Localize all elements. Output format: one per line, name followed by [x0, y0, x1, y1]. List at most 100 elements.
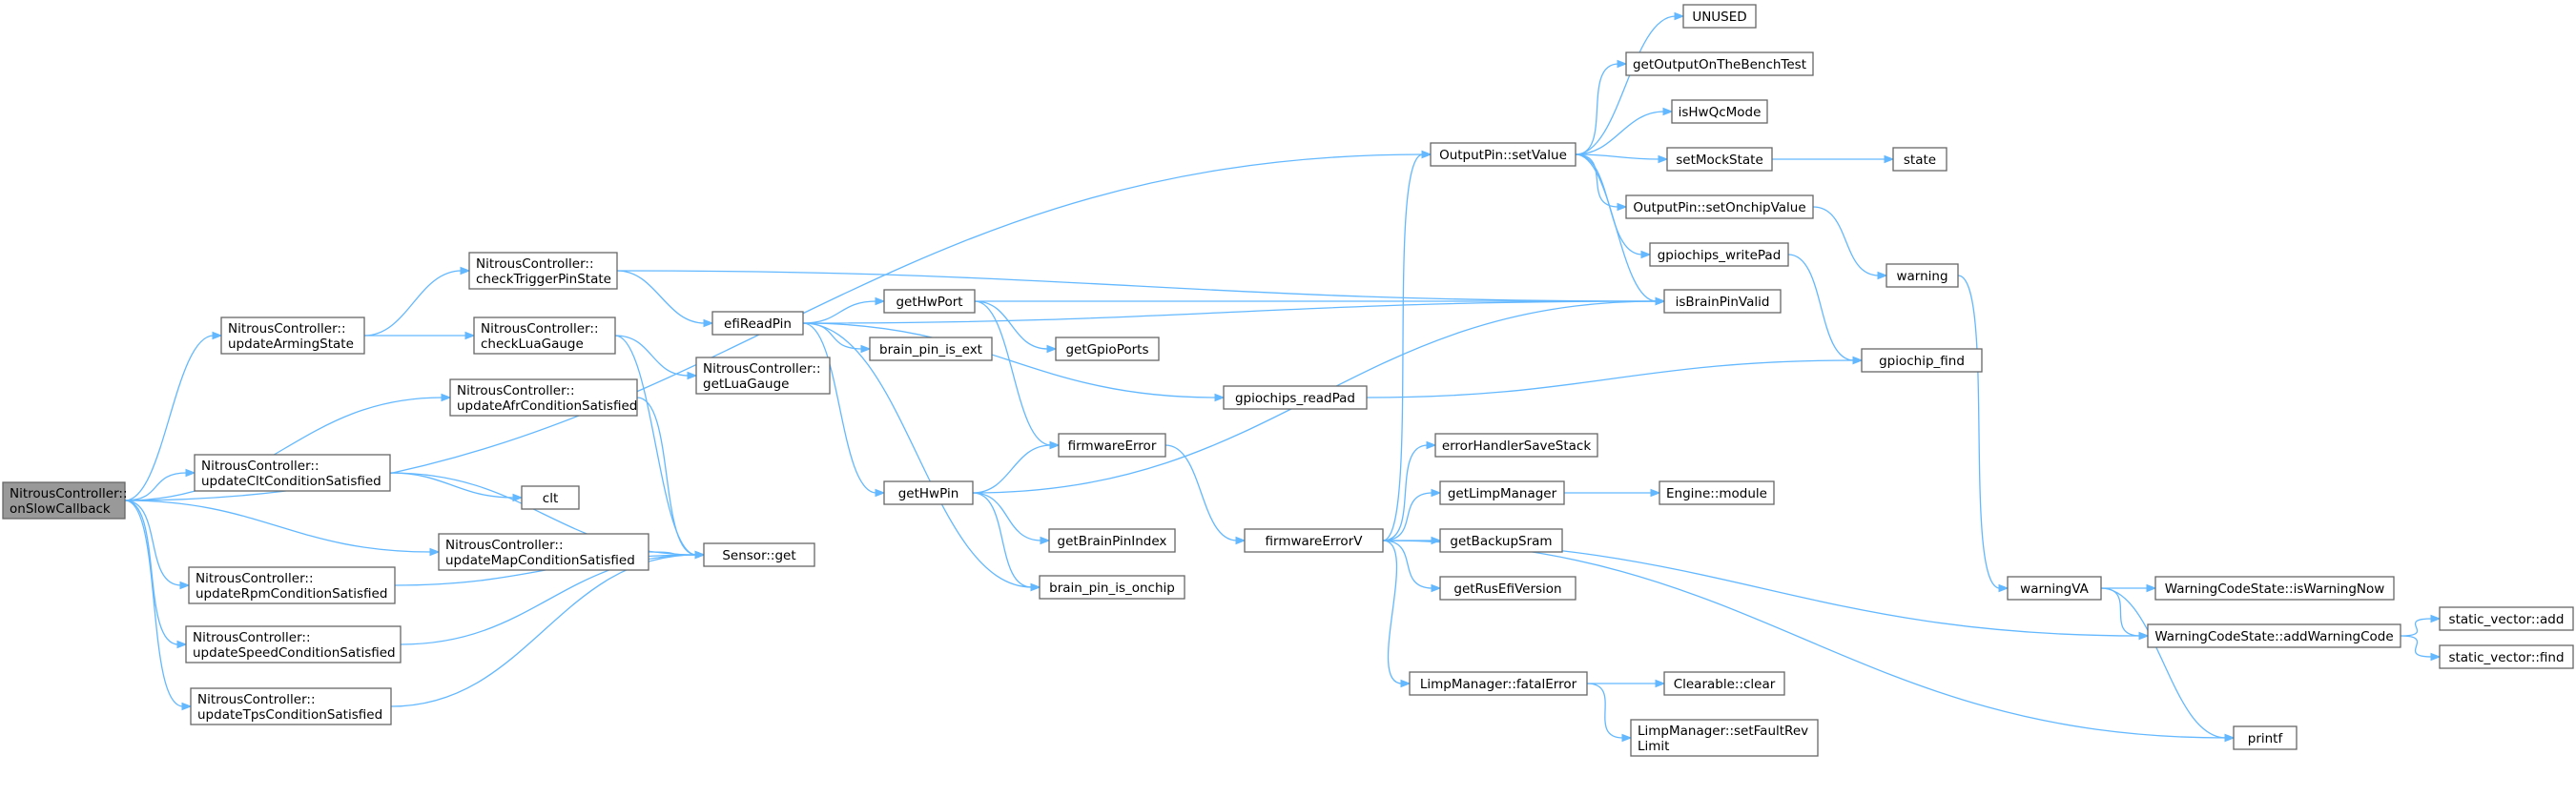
- node-static-vector-add[interactable]: static_vector::add: [2439, 606, 2574, 631]
- edge-arrowhead: [1431, 536, 1442, 545]
- node-box: [1671, 99, 1768, 124]
- node-get-hw-port[interactable]: getHwPort: [883, 289, 976, 314]
- node-error-handler-save-stack[interactable]: errorHandlerSaveStack: [1434, 433, 1598, 458]
- node-label: updateRpmConditionSatisfied: [196, 586, 387, 602]
- node-get-brain-pin-index[interactable]: getBrainPinIndex: [1048, 528, 1176, 553]
- node-static-vector-find[interactable]: static_vector::find: [2439, 644, 2574, 669]
- edge-arrowhead: [1426, 440, 1437, 450]
- node-get-limp-manager[interactable]: getLimpManager: [1439, 480, 1565, 505]
- edge-line: [2400, 618, 2433, 637]
- node-is-brain-pin-valid[interactable]: isBrainPinValid: [1663, 289, 1782, 314]
- node-add-warning-code[interactable]: WarningCodeState::addWarningCode: [2147, 623, 2401, 648]
- node-get-lua-gauge[interactable]: NitrousController::getLuaGauge: [695, 357, 831, 395]
- node-limp-fatal-error[interactable]: LimpManager::fatalError: [1409, 671, 1588, 696]
- edge-line: [616, 270, 706, 324]
- edge-arrowhead: [875, 296, 886, 306]
- node-update-map-condition-satisfied[interactable]: NitrousController::updateMapConditionSat…: [438, 533, 649, 571]
- edge-arrowhead: [179, 581, 191, 590]
- node-label: updateMapConditionSatisfied: [445, 553, 635, 568]
- node-label: updateCltConditionSatisfied: [201, 474, 381, 489]
- call-edge: [1164, 444, 1247, 545]
- node-label: Clearable::clear: [1674, 677, 1776, 692]
- node-box: [185, 625, 402, 663]
- node-get-rus-efi-version[interactable]: getRusEfiVersion: [1439, 576, 1577, 601]
- node-box: [1244, 528, 1384, 553]
- node-warning-va[interactable]: warningVA: [2007, 576, 2102, 601]
- call-edge: [972, 492, 1041, 592]
- edge-line: [1575, 15, 1677, 155]
- node-update-arming-state[interactable]: NitrousController::updateArmingState: [220, 316, 365, 355]
- edge-arrowhead: [1046, 344, 1058, 354]
- edge-arrowhead: [1617, 59, 1628, 69]
- node-update-rpm-condition-satisfied[interactable]: NitrousController::updateRpmConditionSat…: [188, 566, 396, 604]
- node-brain-pin-is-onchip[interactable]: brain_pin_is_onchip: [1039, 575, 1185, 600]
- node-box: [1048, 528, 1176, 553]
- node-efi-read-pin[interactable]: efiReadPin: [711, 311, 804, 336]
- edge-arrowhead: [703, 318, 714, 328]
- edge-line: [972, 492, 1033, 588]
- node-get-backup-sram[interactable]: getBackupSram: [1439, 528, 1563, 553]
- node-update-tps-condition-satisfied[interactable]: NitrousController::updateTpsConditionSat…: [190, 687, 392, 725]
- edge-arrowhead: [1650, 488, 1661, 498]
- node-update-speed-condition-satisfied[interactable]: NitrousController::updateSpeedConditionS…: [185, 625, 402, 663]
- node-box: [703, 542, 815, 567]
- node-unused[interactable]: UNUSED: [1682, 4, 1757, 29]
- call-edge: [2101, 583, 2157, 593]
- node-on-slow-callback[interactable]: NitrousController::onSlowCallback: [2, 481, 128, 520]
- node-label: gpiochips_readPad: [1235, 391, 1355, 406]
- node-firmware-error-v[interactable]: firmwareErrorV: [1244, 528, 1384, 553]
- call-edge: [363, 331, 476, 340]
- node-get-output-on-the-bench-test[interactable]: getOutputOnTheBenchTest: [1625, 51, 1814, 76]
- node-engine-module[interactable]: Engine::module: [1659, 480, 1775, 505]
- node-gpiochips-write-pad[interactable]: gpiochips_writePad: [1649, 242, 1789, 267]
- node-update-clt-condition-satisfied[interactable]: NitrousController::updateCltConditionSat…: [194, 454, 391, 492]
- call-edge: [1575, 153, 1666, 306]
- node-label: getGpioPorts: [1065, 342, 1148, 357]
- node-firmware-error[interactable]: firmwareError: [1058, 433, 1166, 458]
- node-state[interactable]: state: [1892, 147, 1947, 172]
- node-get-gpio-ports[interactable]: getGpioPorts: [1055, 337, 1160, 361]
- edge-arrowhead: [694, 550, 706, 560]
- node-label: LimpManager::setFaultRev: [1638, 724, 1808, 739]
- node-warning[interactable]: warning: [1886, 263, 1959, 288]
- edge-arrowhead: [1400, 679, 1412, 688]
- node-is-warning-now[interactable]: WarningCodeState::isWarningNow: [2154, 576, 2395, 601]
- edge-arrowhead: [1655, 679, 1666, 688]
- edge-line: [1382, 540, 1403, 684]
- node-clt[interactable]: clt: [521, 485, 580, 510]
- node-update-afr-condition-satisfied[interactable]: NitrousController::updateAfrConditionSat…: [449, 378, 638, 417]
- node-box: [1861, 348, 1983, 373]
- node-label: brain_pin_is_ext: [879, 342, 982, 357]
- node-printf[interactable]: printf: [2233, 725, 2298, 750]
- edge-arrowhead: [1040, 536, 1051, 545]
- node-set-mock-state[interactable]: setMockState: [1666, 147, 1773, 172]
- node-gpiochips-read-pad[interactable]: gpiochips_readPad: [1223, 385, 1368, 410]
- node-box: [711, 311, 804, 336]
- node-get-hw-pin[interactable]: getHwPin: [883, 480, 974, 505]
- node-label: OutputPin::setOnchipValue: [1633, 200, 1805, 215]
- node-check-trigger-pin-state[interactable]: NitrousController::checkTriggerPinState: [468, 252, 618, 290]
- node-label: NitrousController::: [481, 321, 599, 337]
- edge-line: [1382, 492, 1433, 541]
- node-box: [1223, 385, 1368, 410]
- node-sensor-get[interactable]: Sensor::get: [703, 542, 815, 567]
- node-label: updateTpsConditionSatisfied: [197, 707, 382, 723]
- edge-line: [802, 300, 877, 324]
- edge-line: [1382, 153, 1424, 541]
- node-label: LimpManager::fatalError: [1420, 677, 1577, 692]
- node-output-pin-set-value[interactable]: OutputPin::setValue: [1430, 142, 1577, 167]
- edge-line: [972, 444, 1052, 494]
- node-clearable-clear[interactable]: Clearable::clear: [1663, 671, 1785, 696]
- node-set-onchip-value[interactable]: OutputPin::setOnchipValue: [1625, 194, 1814, 219]
- call-edge: [124, 500, 188, 649]
- call-edge: [614, 335, 698, 380]
- node-is-hw-qc-mode[interactable]: isHwQcMode: [1671, 99, 1768, 124]
- edge-arrowhead: [687, 371, 698, 380]
- node-label: firmwareErrorV: [1266, 534, 1364, 549]
- node-check-lua-gauge[interactable]: NitrousController::checkLuaGauge: [473, 316, 616, 355]
- edge-line: [614, 335, 697, 556]
- node-gpiochip-find[interactable]: gpiochip_find: [1861, 348, 1983, 373]
- node-brain-pin-is-ext[interactable]: brain_pin_is_ext: [869, 337, 993, 361]
- call-edge: [1382, 540, 1412, 688]
